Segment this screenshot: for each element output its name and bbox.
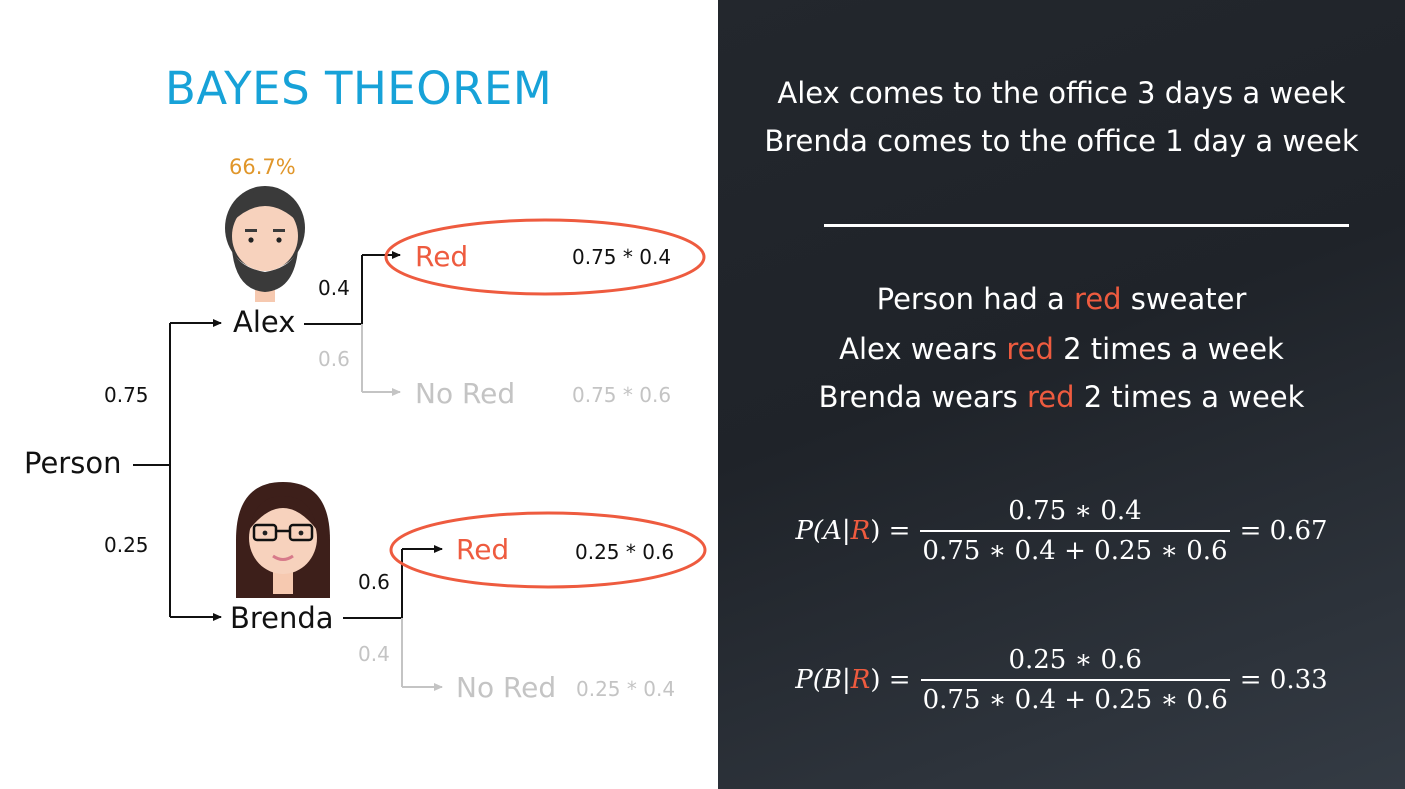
page-title: BAYES THEOREM — [165, 62, 553, 115]
formula-brenda-result: = 0.33 — [1239, 665, 1328, 695]
formula-brenda-numerator: 0.25 ∗ 0.6 — [1008, 645, 1142, 675]
brenda-prior-label: 0.25 — [104, 533, 149, 557]
section-divider — [824, 224, 1349, 227]
formula-alex-denominator: 0.75 ∗ 0.4 + 0.25 ∗ 0.6 — [920, 530, 1230, 566]
evidence-line-1-post: sweater — [1121, 282, 1247, 316]
formula-brenda: P(B|R) = 0.25 ∗ 0.6 0.75 ∗ 0.4 + 0.25 ∗ … — [718, 645, 1405, 715]
alex-red-label: Red — [415, 240, 468, 273]
evidence-line-3: Brenda wears red 2 times a week — [718, 380, 1405, 414]
root-node-label: Person — [24, 446, 121, 480]
brenda-nored-label: No Red — [456, 671, 556, 704]
evidence-line-1: Person had a red sweater — [718, 282, 1405, 316]
alex-nored-product: 0.75 * 0.6 — [572, 383, 671, 407]
probability-tree: Person 0.75 0.25 66.7% Alex 0.4 0.6 — [24, 155, 707, 704]
formula-alex-lhs-pre: P(A| — [795, 516, 851, 546]
alex-nored-label: No Red — [415, 377, 515, 410]
evidence-line-1-red: red — [1074, 282, 1122, 316]
evidence-line-3-post: 2 times a week — [1074, 380, 1305, 414]
brenda-nored-prob: 0.4 — [358, 642, 390, 666]
alex-prior-label: 0.75 — [104, 383, 149, 407]
alex-red-prob: 0.4 — [318, 276, 350, 300]
brenda-avatar — [236, 482, 330, 598]
brenda-red-product: 0.25 * 0.6 — [575, 540, 674, 564]
fact-alex-office: Alex comes to the office 3 days a week — [777, 76, 1346, 110]
evidence-line-3-red: red — [1026, 380, 1075, 414]
formula-alex: P(A|R) = 0.75 ∗ 0.4 0.75 ∗ 0.4 + 0.25 ∗ … — [718, 496, 1405, 566]
evidence-line-1-pre: Person had a — [876, 282, 1075, 316]
evidence-line-2-red: red — [1006, 332, 1054, 366]
diagram-panel: BAYES THEOREM Person 0.75 0.25 66.7% — [24, 62, 707, 704]
evidence-line-2: Alex wears red 2 times a week — [718, 332, 1405, 366]
brenda-nored-product: 0.25 * 0.4 — [576, 677, 675, 701]
formula-alex-lhs: P(A|R) = — [795, 516, 910, 546]
formula-alex-fraction: 0.75 ∗ 0.4 0.75 ∗ 0.4 + 0.25 ∗ 0.6 — [920, 496, 1230, 566]
brenda-red-prob: 0.6 — [358, 570, 390, 594]
formula-brenda-denominator: 0.75 ∗ 0.4 + 0.25 ∗ 0.6 — [920, 679, 1230, 715]
formula-brenda-lhs-post: ) = — [870, 665, 911, 695]
evidence-line-2-pre: Alex wears — [839, 332, 1007, 366]
formula-alex-result: = 0.67 — [1239, 516, 1328, 546]
evidence-line-3-pre: Brenda wears — [818, 380, 1027, 414]
brenda-red-label: Red — [456, 533, 509, 566]
alex-red-highlight — [384, 218, 706, 296]
alex-node-label: Alex — [233, 305, 295, 339]
fact-brenda-office: Brenda comes to the office 1 day a week — [764, 124, 1359, 158]
formula-alex-lhs-post: ) = — [870, 516, 911, 546]
formula-alex-numerator: 0.75 ∗ 0.4 — [1008, 496, 1142, 526]
alex-posterior-label: 66.7% — [229, 155, 296, 179]
alex-avatar — [225, 186, 305, 302]
formula-brenda-lhs-pre: P(B| — [795, 665, 851, 695]
formula-brenda-lhs-var: R — [850, 665, 871, 695]
brenda-node-label: Brenda — [230, 601, 334, 635]
evidence-line-2-post: 2 times a week — [1053, 332, 1284, 366]
explanation-panel: Alex comes to the office 3 days a week B… — [718, 0, 1405, 789]
brenda-red-highlight — [389, 511, 707, 589]
formula-alex-lhs-var: R — [850, 516, 871, 546]
formula-brenda-fraction: 0.25 ∗ 0.6 0.75 ∗ 0.4 + 0.25 ∗ 0.6 — [920, 645, 1230, 715]
formula-brenda-lhs: P(B|R) = — [795, 665, 910, 695]
alex-nored-prob: 0.6 — [318, 347, 350, 371]
alex-red-product: 0.75 * 0.4 — [572, 245, 671, 269]
